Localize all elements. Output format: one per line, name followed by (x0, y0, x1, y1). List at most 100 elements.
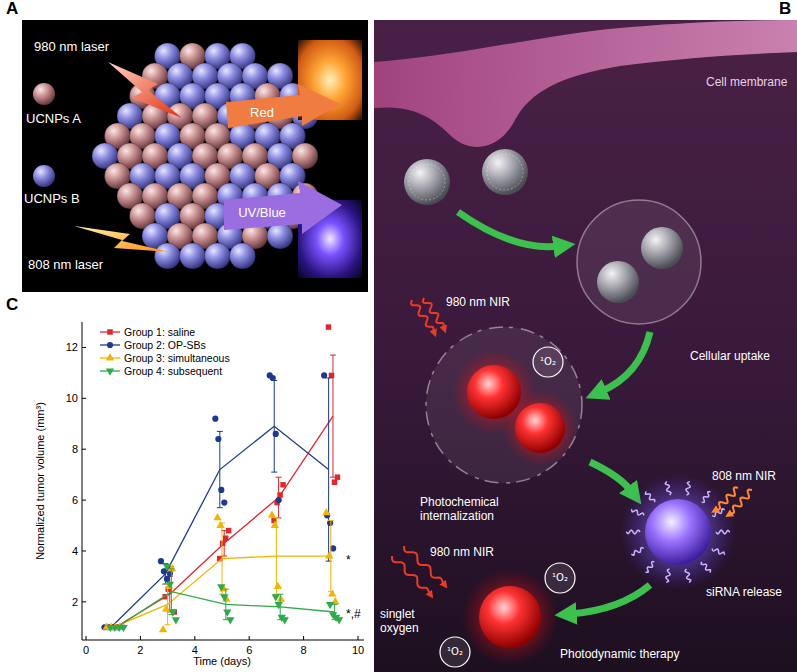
emitting-sphere (479, 586, 541, 648)
sirna-strand (666, 569, 670, 583)
mesoporous-sphere (597, 261, 639, 303)
axis-tick (82, 500, 86, 501)
oxygen-bubble (533, 347, 563, 377)
legend-marker (107, 329, 112, 334)
tick-label: 12 (66, 341, 78, 354)
significance-mark: *,# (346, 608, 361, 622)
error-bar (223, 589, 229, 620)
error-bar (330, 355, 336, 477)
axis-tick (303, 636, 304, 640)
axis-tick (86, 636, 87, 640)
axis-title: Time (days) (193, 655, 251, 668)
particle-label: UCNPs A (26, 112, 81, 127)
emitting-sphere (515, 403, 565, 453)
sirna-strand (645, 491, 654, 502)
tick-label: 8 (301, 644, 307, 657)
violet-glow (620, 474, 736, 590)
figure-panel: A (0, 0, 372, 294)
data-series (106, 324, 340, 630)
data-point (280, 482, 285, 487)
data-point (212, 416, 218, 422)
data-point (326, 602, 334, 609)
beam-label: 980 nm NIR (446, 296, 510, 310)
data-point (217, 584, 225, 591)
tick-label: 0 (83, 644, 89, 657)
figure-panel: C (0, 296, 372, 672)
error-bar (273, 518, 279, 594)
axis-tick (82, 398, 86, 399)
tick-label: 2 (72, 596, 78, 609)
legend-marker (106, 369, 114, 376)
sirna-strand (702, 491, 711, 502)
light-wave (716, 487, 738, 510)
error-bar (219, 523, 225, 594)
mesoporous-sphere (409, 164, 445, 200)
data-point (165, 582, 173, 589)
legend-label: Group 4: subsequent (124, 365, 222, 377)
axis-tick (82, 601, 86, 602)
sirna-strand (631, 548, 644, 556)
panel-ground (374, 20, 797, 672)
figure-panel: B (374, 0, 797, 672)
data-point (163, 564, 171, 571)
error-bar (165, 584, 171, 625)
legend-marker (107, 342, 113, 348)
sirna-strand (626, 530, 640, 534)
oxygen-bubble (440, 637, 470, 667)
endosome (577, 200, 701, 324)
data-point (274, 582, 282, 589)
data-point (326, 324, 331, 329)
nanoparticle (180, 243, 206, 269)
step-arrow (458, 212, 560, 247)
panel-letter: B (779, 0, 791, 19)
axis-tick (82, 449, 86, 450)
step-label: siRNA release (706, 586, 782, 600)
data-point (272, 594, 280, 601)
significance-mark: * (346, 554, 351, 568)
data-point (325, 551, 333, 558)
emission-label: Red (250, 106, 274, 121)
sirna-strand (665, 481, 671, 495)
step-arrow (590, 462, 632, 492)
tick-label: 2 (137, 644, 143, 657)
sirna-strand (716, 530, 730, 534)
structure-label: Cell membrane (706, 76, 787, 90)
axis-tick (140, 636, 141, 640)
particle-icon (33, 165, 55, 187)
nanoparticle (155, 243, 181, 269)
tumor-chart (82, 322, 364, 640)
legend-label: Group 3: simultaneous (124, 352, 230, 364)
error-bar (332, 604, 338, 619)
data-point (220, 594, 228, 601)
emission-arrow (224, 181, 342, 234)
emitting-sphere (467, 365, 521, 419)
tick-label: 4 (72, 545, 78, 558)
data-point (221, 500, 227, 506)
axis-tick (194, 636, 195, 640)
data-point (226, 617, 234, 624)
delivery-illustration (374, 20, 797, 672)
sirna-strand (686, 481, 690, 495)
sirna-strand (631, 509, 644, 515)
data-point (268, 511, 276, 518)
y-axis (82, 322, 83, 640)
legend-marker (106, 353, 114, 360)
oxygen-bubble (545, 563, 575, 593)
step-label: Photodynamic therapy (560, 648, 679, 662)
nanoparticle (205, 243, 231, 269)
panel-letter: C (6, 296, 18, 315)
light-wave (392, 556, 430, 594)
error-bar (168, 569, 174, 615)
light-wave (730, 490, 752, 514)
data-point (166, 582, 174, 589)
data-point (273, 431, 279, 437)
legend-sample (100, 369, 120, 376)
axis-tick (82, 347, 86, 348)
sirna-strand (626, 481, 730, 582)
beam-label: 980 nm NIR (430, 546, 494, 560)
data-point (328, 589, 336, 596)
sirna-strand (712, 548, 725, 554)
oxygen-label: ¹O₂ (552, 572, 568, 584)
